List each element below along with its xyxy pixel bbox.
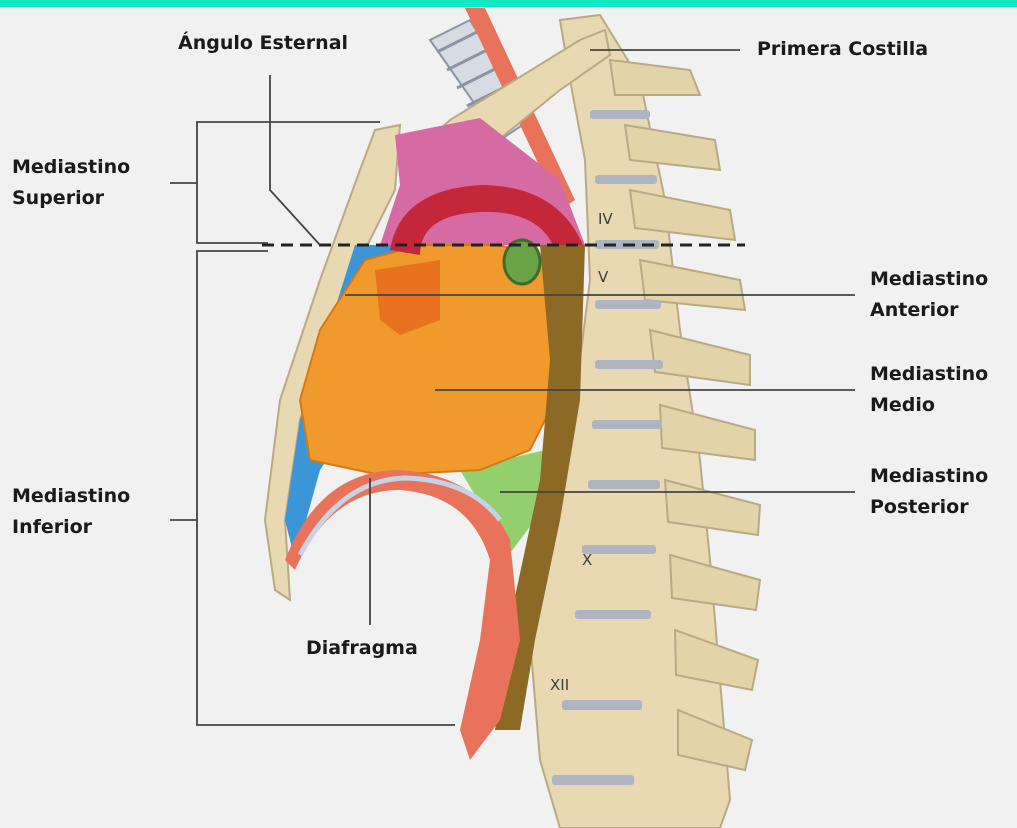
bronchus-ring xyxy=(504,240,540,284)
anterior-mediastinum-label: Mediastino Anterior xyxy=(870,264,988,326)
sternal-angle-leader xyxy=(270,75,320,245)
superior-mediastinum-label: Mediastino Superior xyxy=(12,152,130,214)
sternal-angle-label: Ángulo Esternal xyxy=(178,28,348,59)
vertebra-label-x: X xyxy=(582,551,592,569)
posterior-mediastinum-label: Mediastino Posterior xyxy=(870,461,988,523)
vertebra-label-iv: IV xyxy=(598,210,613,228)
diaphragm-label: Diafragma xyxy=(306,633,418,664)
first-rib-label: Primera Costilla xyxy=(757,34,928,65)
middle-mediastinum-label: Mediastino Medio xyxy=(870,359,988,421)
diaphragm xyxy=(285,470,520,760)
vertebra-label-xii: XII xyxy=(550,676,569,694)
vertebra-label-v: V xyxy=(598,268,609,286)
inferior-mediastinum-label: Mediastino Inferior xyxy=(12,481,130,543)
